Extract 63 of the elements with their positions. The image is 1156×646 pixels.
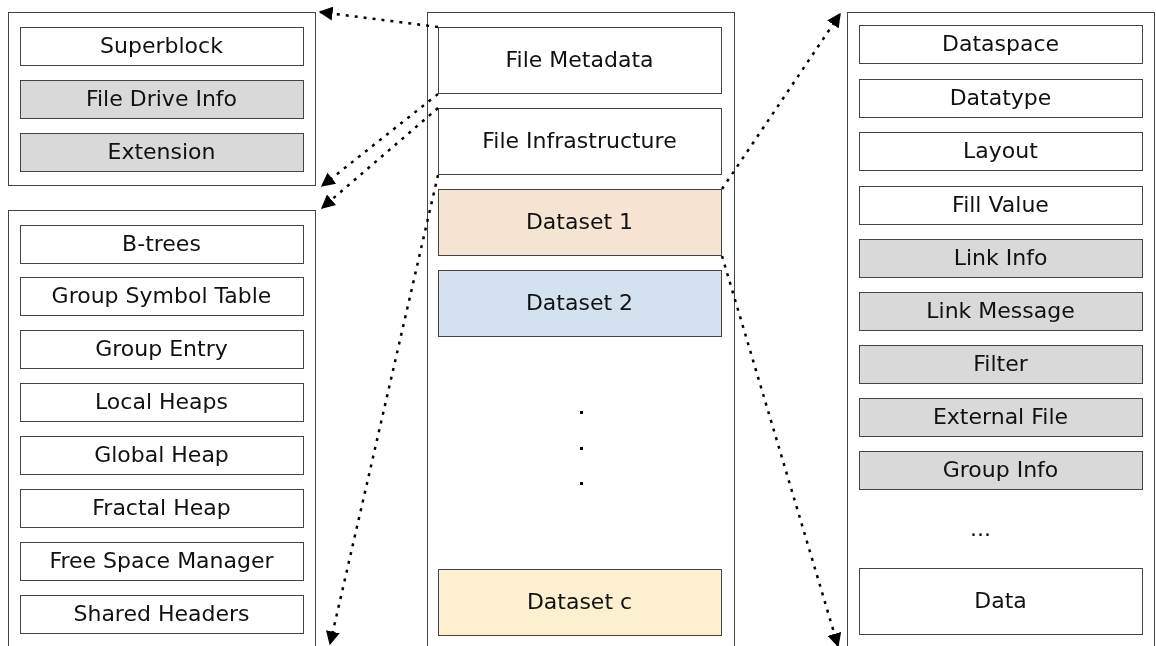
field-box: [858, 238, 1143, 278]
box-label: Fractal Heap: [92, 494, 231, 522]
field-box: [19, 488, 304, 528]
box-label: Data: [974, 587, 1027, 615]
field-box: [19, 329, 304, 369]
box-label: Fill Value: [952, 191, 1049, 219]
box-label: Extension: [107, 138, 216, 166]
field-box: [19, 382, 304, 422]
field-box: [437, 568, 722, 636]
box-label: Global Heap: [94, 441, 229, 469]
box-label: Group Entry: [95, 335, 228, 363]
box-label: Filter: [973, 350, 1028, 378]
box-label: Superblock: [100, 32, 223, 60]
field-box: [19, 224, 304, 264]
field-box: [437, 188, 722, 256]
box-label: Dataset c: [526, 588, 633, 616]
field-box: [858, 24, 1143, 64]
box-label: Group Symbol Table: [51, 282, 272, 310]
field-box: [858, 185, 1143, 225]
dotted-arrow: [720, 255, 842, 646]
box-label: Datatype: [949, 84, 1052, 112]
box-label: Dataset 1: [525, 208, 634, 236]
field-box: [858, 567, 1143, 635]
field-box: [19, 435, 304, 475]
field-box: [858, 291, 1143, 331]
field-box: [19, 541, 304, 581]
box-label: File Drive Info: [85, 85, 238, 113]
box-label: Shared Headers: [73, 600, 250, 628]
dotted-arrow: [720, 12, 842, 190]
box-label: Dataset 2: [525, 289, 634, 317]
field-box: [858, 131, 1143, 171]
field-box: [19, 79, 304, 119]
field-box: [19, 276, 304, 316]
box-label: Dataspace: [941, 30, 1060, 58]
box-label: Layout: [963, 137, 1038, 165]
panel: [847, 12, 1155, 646]
box-label: Link Info: [953, 244, 1048, 272]
dotted-arrow: [326, 174, 440, 646]
field-box: [858, 78, 1143, 118]
field-box: [437, 269, 722, 337]
box-label: Link Message: [926, 297, 1075, 325]
field-box: [858, 344, 1143, 384]
dotted-arrow: [320, 107, 439, 209]
field-box: [437, 107, 722, 175]
field-box: [19, 594, 304, 634]
box-label: External File: [932, 403, 1069, 431]
dotted-arrow: [320, 93, 439, 187]
box-label: B-trees: [122, 230, 201, 258]
panel: [8, 12, 316, 186]
panel: [427, 12, 735, 646]
dotted-arrow: [318, 6, 439, 29]
box-label: Free Space Manager: [49, 547, 274, 575]
box-label: File Metadata: [505, 46, 654, 74]
panel: [8, 210, 316, 646]
field-box: [19, 26, 304, 66]
box-label: Local Heaps: [95, 388, 228, 416]
field-box: [858, 397, 1143, 437]
field-box: [858, 450, 1143, 490]
field-box: [437, 26, 722, 94]
box-label: File Infrastructure: [482, 127, 677, 155]
box-label: Group Info: [942, 456, 1059, 484]
field-box: [19, 132, 304, 172]
ellipsis-text: ...: [970, 515, 991, 543]
